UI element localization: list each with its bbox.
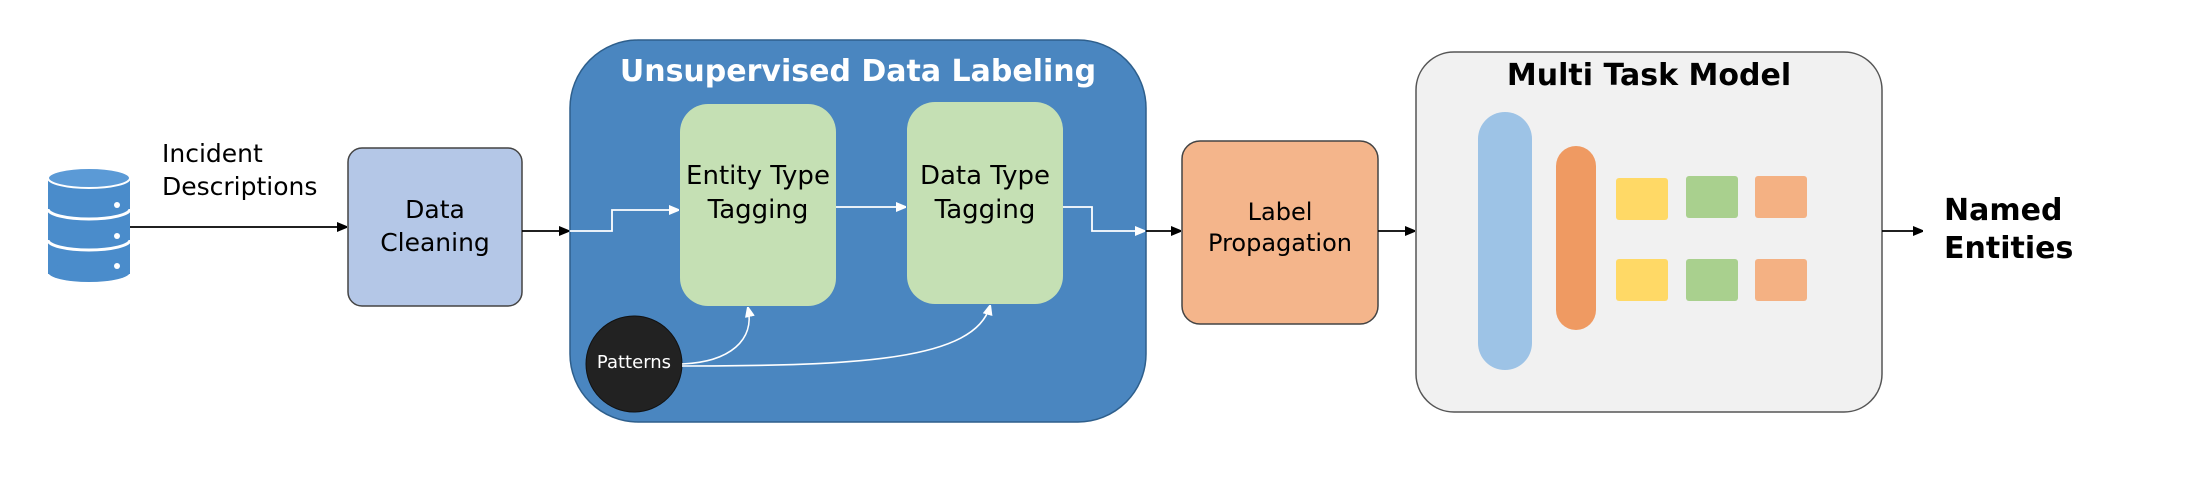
label-propagation-label: Label Propagation [1208,198,1352,258]
named-entities-label: Named Entities [1944,193,2074,267]
patterns-label: Patterns [596,352,672,373]
model-head-square [1755,176,1807,218]
incident-descriptions-label: Incident Descriptions [162,139,318,201]
model-encoder-bar [1478,112,1532,370]
arrow-patterns-to-data-tagging [681,306,990,367]
model-head-square [1616,178,1668,220]
entity-type-tagging-label: Entity Type Tagging [686,161,830,225]
unsupervised-title: Unsupervised Data Labeling [619,54,1097,89]
database-icon [46,167,132,282]
data-cleaning-box [347,147,523,307]
label-propagation-box [1181,140,1379,325]
model-shared-bar [1556,146,1596,330]
model-head-square [1686,176,1738,218]
data-type-tagging-label: Data Type Tagging [919,161,1051,225]
data-type-tagging-box [907,102,1063,304]
arrow-entry-to-entity-tagging [570,210,678,232]
model-head-square [1755,259,1807,301]
data-cleaning-label: Data Cleaning [380,195,490,257]
model-head-square [1616,259,1668,301]
multi-task-model-title: Multi Task Model [1506,58,1792,93]
arrow-patterns-to-entity-tagging [681,308,749,365]
multi-task-model-container [1415,51,1883,413]
model-head-square [1686,259,1738,301]
arrow-data-tagging-to-exit [1063,206,1144,231]
entity-type-tagging-box [680,104,836,306]
